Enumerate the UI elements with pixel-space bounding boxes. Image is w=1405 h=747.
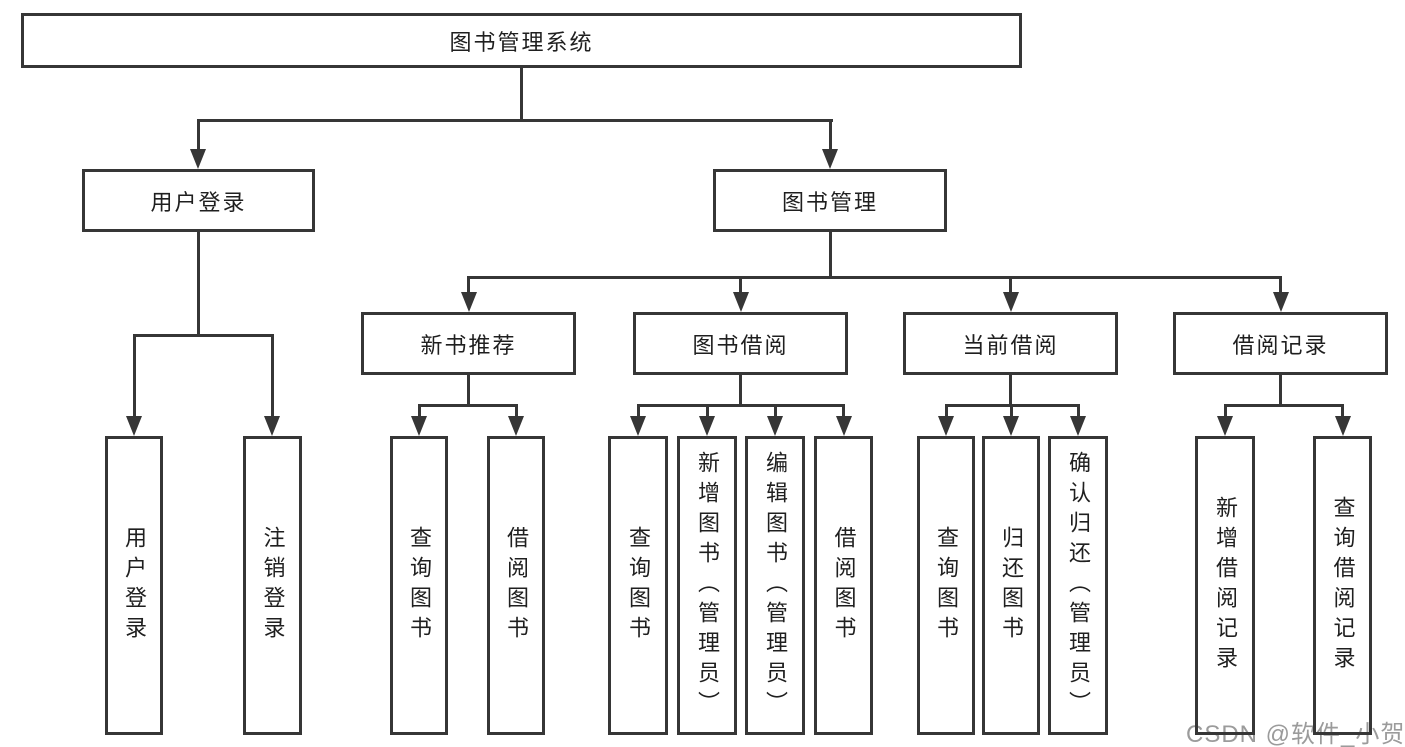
node-label: 借阅图书 (504, 525, 529, 646)
connector-user-login-rail (133, 334, 274, 337)
node-user-login: 用户登录 (82, 169, 315, 232)
connector-drop-user-login (197, 119, 200, 151)
leaf-query-borrow-record: 查询借阅记录 (1313, 436, 1372, 735)
connector-group-stub (467, 375, 470, 406)
node-borrow-records: 借阅记录 (1173, 312, 1388, 375)
leaf-query-books: 查询图书 (608, 436, 668, 735)
connector-drop (1279, 276, 1282, 294)
node-book-borrow: 图书借阅 (633, 312, 848, 375)
node-label: 用户登录 (150, 189, 247, 215)
connector-group-stub (1009, 375, 1012, 406)
node-label: 新增图书（管理员） (695, 450, 720, 721)
connector-group-rail (1224, 404, 1344, 407)
connector-book-management-stub (829, 232, 832, 278)
connector-drop (1224, 404, 1227, 418)
arrow-down-icon (1335, 416, 1351, 436)
node-label: 查询图书 (934, 525, 959, 646)
connector-drop (1009, 276, 1012, 294)
node-label: 新书推荐 (420, 332, 517, 358)
connector-group-rail (418, 404, 518, 407)
leaf-user-login: 用户登录 (105, 436, 163, 735)
node-label: 图书借阅 (692, 332, 789, 358)
node-current-borrow: 当前借阅 (903, 312, 1118, 375)
connector-level3-rail (467, 276, 1282, 279)
connector-drop (1010, 404, 1013, 418)
node-book-management: 图书管理 (713, 169, 947, 232)
connector-user-login-stub (197, 232, 200, 336)
arrow-down-icon (630, 416, 646, 436)
connector-level2-rail (197, 119, 833, 122)
node-label: 查询图书 (626, 525, 651, 646)
arrow-down-icon (1003, 416, 1019, 436)
connector-group-stub (1279, 375, 1282, 406)
leaf-query-books: 查询图书 (917, 436, 975, 735)
connector-root-stub (520, 68, 523, 121)
leaf-borrow-books: 借阅图书 (814, 436, 873, 735)
connector-drop (842, 404, 845, 418)
leaf-return-books: 归还图书 (982, 436, 1040, 735)
node-label: 用户登录 (122, 525, 147, 646)
node-label: 确认归还（管理员） (1066, 450, 1091, 721)
node-label: 查询借阅记录 (1330, 495, 1356, 676)
arrow-down-icon (767, 416, 783, 436)
arrow-down-icon (938, 416, 954, 436)
connector-drop (774, 404, 777, 418)
leaf-borrow-books: 借阅图书 (487, 436, 545, 735)
node-label: 借阅图书 (831, 525, 857, 646)
leaf-confirm-return-admin: 确认归还（管理员） (1048, 436, 1108, 735)
node-new-book-recommend: 新书推荐 (361, 312, 576, 375)
leaf-logout: 注销登录 (243, 436, 302, 735)
connector-group-rail (637, 404, 845, 407)
connector-drop (1341, 404, 1344, 418)
arrow-down-icon (508, 416, 524, 436)
leaf-edit-books-admin: 编辑图书（管理员） (745, 436, 805, 735)
connector-drop (945, 404, 948, 418)
arrow-down-icon (264, 416, 280, 436)
connector-drop-book-management (829, 119, 832, 151)
node-label: 图书管理 (781, 189, 878, 215)
arrow-down-icon (411, 416, 427, 436)
connector-drop (1077, 404, 1080, 418)
arrow-down-icon (1273, 292, 1289, 312)
connector-drop (418, 404, 421, 418)
node-label: 图书管理系统 (449, 29, 594, 55)
arrow-down-icon (822, 149, 838, 169)
node-label: 新增借阅记录 (1213, 495, 1238, 676)
node-label: 当前借阅 (962, 332, 1059, 358)
node-library-system: 图书管理系统 (21, 13, 1022, 68)
connector-drop (467, 276, 470, 294)
arrow-down-icon (836, 416, 852, 436)
arrow-down-icon (699, 416, 715, 436)
node-label: 查询图书 (407, 525, 432, 646)
connector-group-stub (739, 375, 742, 406)
node-label: 借阅记录 (1232, 332, 1329, 358)
arrow-down-icon (461, 292, 477, 312)
connector-drop (271, 334, 274, 418)
arrow-down-icon (1070, 416, 1086, 436)
arrow-down-icon (190, 149, 206, 169)
node-label: 编辑图书（管理员） (763, 450, 788, 721)
node-label: 归还图书 (999, 525, 1024, 646)
connector-drop (637, 404, 640, 418)
connector-drop (515, 404, 518, 418)
connector-drop (133, 334, 136, 418)
leaf-query-books: 查询图书 (390, 436, 448, 735)
arrow-down-icon (1217, 416, 1233, 436)
leaf-add-books-admin: 新增图书（管理员） (677, 436, 737, 735)
arrow-down-icon (126, 416, 142, 436)
connector-drop (739, 276, 742, 294)
connector-drop (706, 404, 709, 418)
leaf-add-borrow-record: 新增借阅记录 (1195, 436, 1255, 735)
node-label: 注销登录 (260, 525, 286, 646)
arrow-down-icon (1003, 292, 1019, 312)
arrow-down-icon (733, 292, 749, 312)
